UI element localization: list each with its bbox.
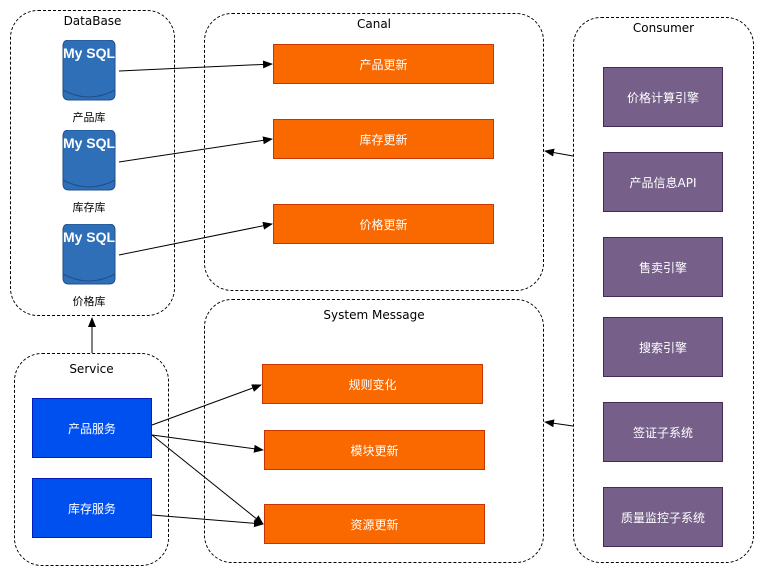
canal-inventory-update: 库存更新 [273,119,494,159]
consumer-quality-system: 质量监控子系统 [603,487,723,547]
consumer-price-engine: 价格计算引擎 [603,67,723,127]
consumer-visa-system: 签证子系统 [603,402,723,462]
canal-price-update: 价格更新 [273,204,494,244]
mysql-db-icon: My SQL [62,224,116,285]
service-group: Service [14,353,169,566]
consumer-search-engine: 搜索引擎 [603,317,723,377]
consumer-title: Consumer [632,21,695,35]
arrow-product-db-to-canal [118,60,273,72]
db-label-inventory: 库存库 [72,201,106,214]
db-label-product: 产品库 [72,111,106,124]
arrow-product-service-to-resource [151,434,264,525]
arrow-consumer-to-canal [544,148,574,157]
database-group: DataBase [10,10,175,316]
arrow-product-service-to-rule [151,384,262,426]
arrow-inventory-service-to-resource [151,514,264,528]
consumer-group: Consumer [573,17,754,563]
message-module-update: 模块更新 [264,430,485,470]
service-inventory: 库存服务 [32,478,152,538]
db-logo-text: My SQL [63,135,116,151]
canal-product-update: 产品更新 [273,44,494,84]
consumer-product-api: 产品信息API [603,152,723,212]
db-logo-text: My SQL [63,45,116,61]
arrow-product-service-to-module [151,434,264,453]
message-rule-change: 规则变化 [262,364,483,404]
system-message-title: System Message [323,308,425,322]
database-title: DataBase [63,14,122,28]
message-resource-update: 资源更新 [264,504,485,544]
canal-title: Canal [356,17,392,31]
service-title: Service [69,362,114,376]
arrow-inventory-db-to-canal [118,136,273,163]
mysql-db-icon: My SQL [62,40,116,101]
consumer-sales-engine: 售卖引擎 [603,237,723,297]
arrow-price-db-to-canal [118,221,273,256]
system-message-group: System Message [204,299,544,563]
canal-group: Canal [204,13,544,291]
db-logo-text: My SQL [63,229,116,245]
arrow-consumer-to-message [544,419,574,428]
db-label-price: 价格库 [72,295,106,308]
mysql-db-icon: My SQL [62,130,116,191]
service-product: 产品服务 [32,398,152,458]
